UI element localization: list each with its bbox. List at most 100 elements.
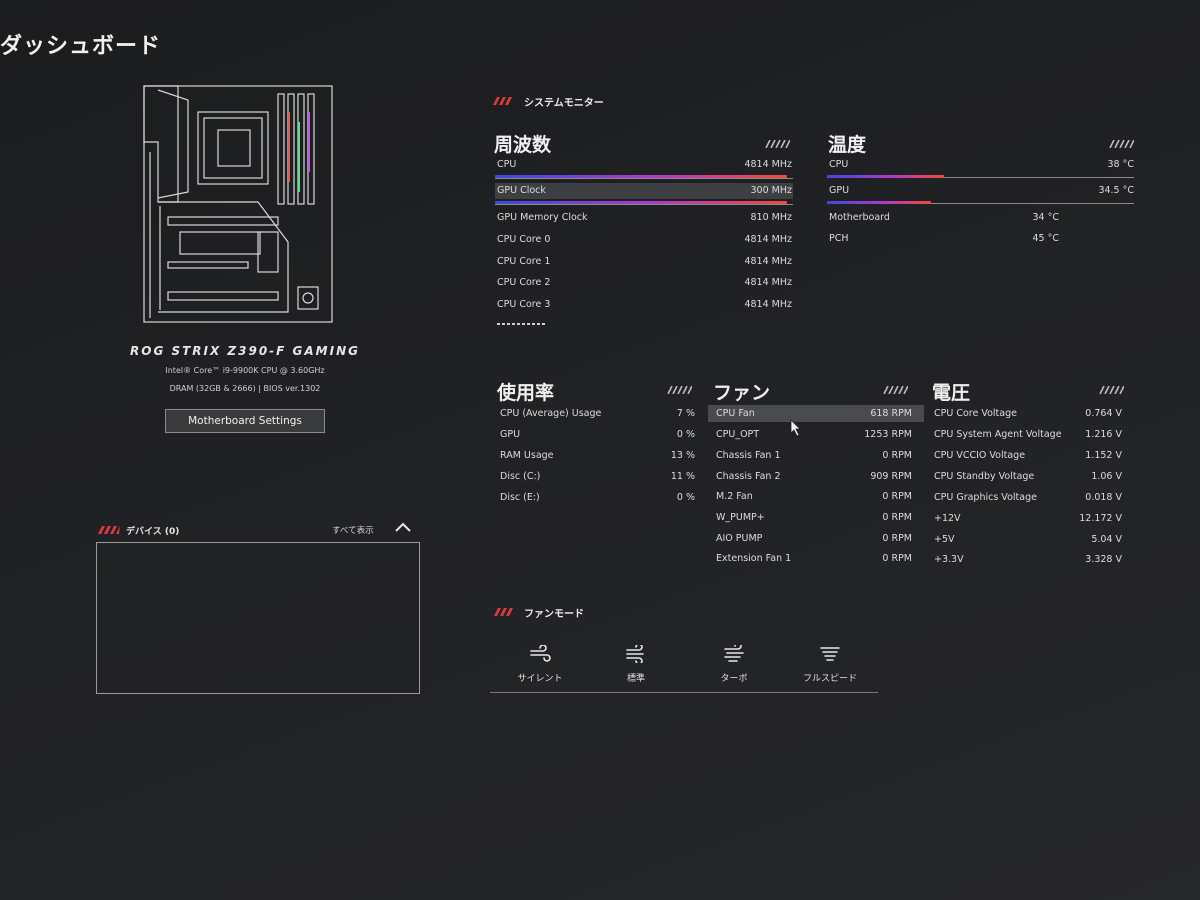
voltage-label: +5V xyxy=(934,534,955,545)
fan-label: Chassis Fan 2 xyxy=(716,471,781,482)
full-speed-fan-icon xyxy=(820,647,840,661)
freq-value: 810 MHz xyxy=(750,212,792,223)
show-all-link[interactable]: すべて表示 xyxy=(332,526,374,536)
temp-value: 34.5 °C xyxy=(1098,185,1134,196)
frequency-stripes-icon xyxy=(765,140,790,148)
voltage-value: 0.018 V xyxy=(1085,492,1122,503)
voltage-label: +3.3V xyxy=(934,554,964,565)
temp-label: PCH xyxy=(829,233,849,244)
cpu-temperature-bar xyxy=(827,175,944,178)
fan-mode-label: フルスピード xyxy=(802,674,857,684)
fan-label: Chassis Fan 1 xyxy=(716,450,781,461)
usage-value: 13 % xyxy=(670,450,695,461)
temp-track xyxy=(827,177,1134,178)
voltage-value: 12.172 V xyxy=(1079,513,1122,524)
usage-value: 0 % xyxy=(676,492,695,503)
freq-label: GPU Clock xyxy=(497,185,546,196)
fan-label: W_PUMP+ xyxy=(716,512,765,523)
fan-label: CPU Fan xyxy=(716,408,755,419)
usage-label: Disc (C:) xyxy=(500,471,541,482)
fan-mode-standard-button[interactable]: 標準 xyxy=(596,643,676,684)
cpu-info: Intel® Core™ i9-9900K CPU @ 3.60GHz xyxy=(165,366,325,375)
freq-label: CPU Core 3 xyxy=(497,299,551,310)
temperature-stripes-icon xyxy=(1109,140,1134,148)
voltage-label: CPU Core Voltage xyxy=(934,408,1017,419)
freq-value: 4814 MHz xyxy=(744,299,792,310)
fan-value: 0 RPM xyxy=(882,553,912,564)
temp-label: CPU xyxy=(829,159,849,170)
fan-value: 1253 RPM xyxy=(864,429,912,440)
freq-list-clip[interactable] xyxy=(497,319,792,325)
fan-value: 0 RPM xyxy=(882,533,912,544)
devices-title: デバイス (0) xyxy=(126,527,180,537)
freq-value: 4814 MHz xyxy=(744,256,792,267)
usage-label: RAM Usage xyxy=(500,450,554,461)
motherboard-settings-button[interactable]: Motherboard Settings xyxy=(165,409,325,433)
freq-label: CPU Core 1 xyxy=(497,256,551,267)
voltage-value: 1.216 V xyxy=(1085,429,1122,440)
section-stripe-icon xyxy=(493,97,512,105)
temp-label: GPU xyxy=(829,185,850,196)
freq-track xyxy=(495,204,793,205)
usage-stripes-icon xyxy=(667,386,692,394)
freq-label: CPU Core 0 xyxy=(497,234,551,245)
temperature-title: 温度 xyxy=(828,134,867,156)
fan-value: 618 RPM xyxy=(870,408,912,419)
fan-label: M.2 Fan xyxy=(716,491,753,502)
system-monitor-title: システムモニター xyxy=(524,98,604,109)
motherboard-name: ROG STRIX Z390-F GAMING xyxy=(130,344,360,358)
temp-value: 34 °C xyxy=(1032,212,1060,223)
freq-label: CPU Core 2 xyxy=(497,277,551,288)
fan-value: 0 RPM xyxy=(882,450,912,461)
silent-fan-icon xyxy=(530,644,551,662)
gpu-temperature-bar xyxy=(827,201,931,204)
temp-label: Motherboard xyxy=(829,212,890,223)
freq-value: 300 MHz xyxy=(750,185,792,196)
voltage-label: CPU VCCIO Voltage xyxy=(934,450,1026,461)
fan-stripes-icon xyxy=(883,386,908,394)
freq-value: 4814 MHz xyxy=(744,234,792,245)
usage-value: 11 % xyxy=(670,471,695,482)
frequency-title: 周波数 xyxy=(494,134,552,156)
section-stripe-icon xyxy=(98,526,120,534)
fan-mode-title: ファンモード xyxy=(524,609,584,620)
temp-track xyxy=(827,203,1134,204)
voltage-label: CPU Graphics Voltage xyxy=(934,492,1037,503)
chevron-up-icon[interactable] xyxy=(394,520,412,534)
mouse-cursor-icon xyxy=(790,419,801,437)
usage-label: Disc (E:) xyxy=(500,492,540,503)
temp-value: 45 °C xyxy=(1032,233,1060,244)
standard-fan-icon xyxy=(626,643,644,665)
usage-title: 使用率 xyxy=(497,382,555,404)
voltage-value: 0.764 V xyxy=(1085,408,1122,419)
voltage-value: 3.328 V xyxy=(1085,554,1122,565)
fan-mode-label: サイレント xyxy=(517,674,563,684)
usage-label: CPU (Average) Usage xyxy=(500,408,602,419)
voltage-title: 電圧 xyxy=(932,382,971,404)
voltage-stripes-icon xyxy=(1099,386,1124,394)
fan-label: Extension Fan 1 xyxy=(716,553,792,564)
fan-mode-label: 標準 xyxy=(626,674,645,684)
dram-bios-info: DRAM (32GB & 2666) | BIOS ver.1302 xyxy=(169,384,321,393)
fan-mode-silent-button[interactable]: サイレント xyxy=(500,644,580,684)
turbo-fan-icon xyxy=(724,642,744,662)
fan-value: 909 RPM xyxy=(870,471,912,482)
fan-label: CPU_OPT xyxy=(716,429,760,440)
usage-label: GPU xyxy=(500,429,521,440)
freq-track xyxy=(495,178,793,179)
fan-mode-turbo-button[interactable]: ターボ xyxy=(694,642,774,684)
voltage-label: +12V xyxy=(934,513,961,524)
fan-mode-full-speed-button[interactable]: フルスピード xyxy=(790,645,870,684)
freq-label: CPU xyxy=(497,159,517,170)
usage-value: 0 % xyxy=(676,429,695,440)
fan-value: 0 RPM xyxy=(882,512,912,523)
freq-label: GPU Memory Clock xyxy=(497,212,588,223)
voltage-value: 1.152 V xyxy=(1085,450,1122,461)
voltage-value: 1.06 V xyxy=(1091,471,1122,482)
motherboard-image xyxy=(143,85,333,323)
devices-panel xyxy=(96,542,420,694)
fan-mode-label: ターボ xyxy=(720,674,748,684)
freq-value: 4814 MHz xyxy=(744,159,792,170)
usage-value: 7 % xyxy=(676,408,695,419)
fan-title: ファン xyxy=(713,382,771,404)
